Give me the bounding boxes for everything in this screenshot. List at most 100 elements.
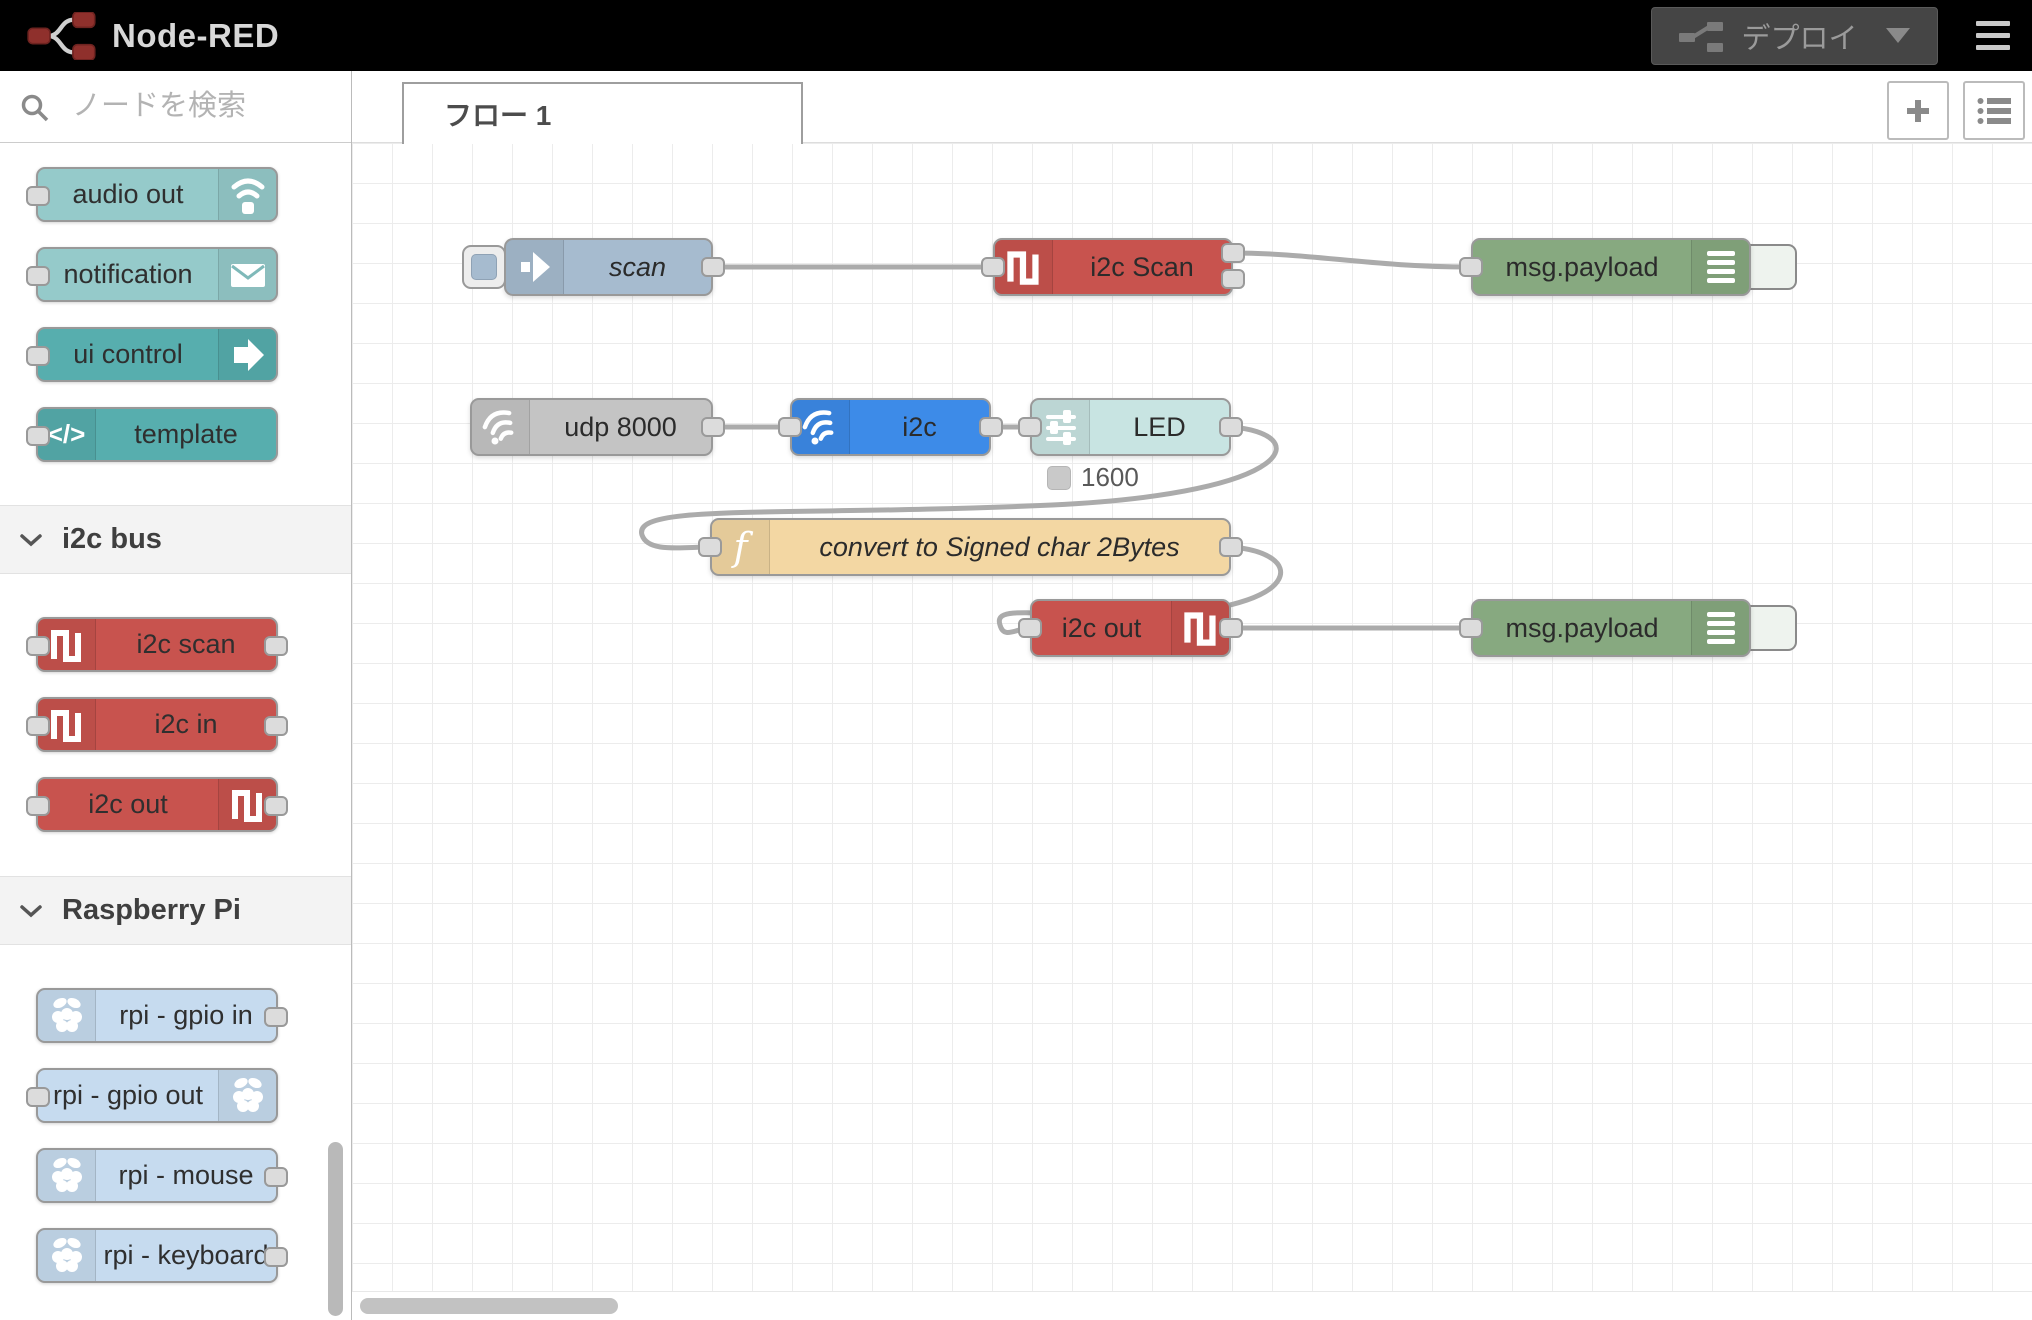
palette-item-i2c-in[interactable]: i2c in xyxy=(26,697,288,752)
palette-item-rpi-mouse[interactable]: rpi - mouse xyxy=(36,1148,288,1203)
node-debug-1[interactable]: msg.payload xyxy=(1471,238,1751,296)
node-palette: audio out notification ui control xyxy=(0,71,352,1320)
output-port[interactable] xyxy=(1219,417,1243,437)
tab-flow-1[interactable]: フロー 1 xyxy=(402,82,803,144)
flow-canvas[interactable]: scan i2c Scan msg.payload xyxy=(352,143,2032,1320)
search-input[interactable] xyxy=(0,71,351,142)
flow-list-button[interactable] xyxy=(1963,81,2025,140)
add-flow-button[interactable] xyxy=(1887,81,1949,140)
palette-item-label: i2c out xyxy=(88,789,168,819)
node-label: msg.payload xyxy=(1505,251,1659,282)
node-label: convert to Signed char 2Bytes xyxy=(819,531,1180,562)
output-port-2[interactable] xyxy=(1221,269,1245,289)
deploy-nodes-icon xyxy=(1679,21,1724,52)
input-port[interactable] xyxy=(1459,618,1483,638)
input-port[interactable] xyxy=(26,796,50,816)
input-port[interactable] xyxy=(26,716,50,736)
inject-button[interactable] xyxy=(462,245,506,289)
palette-section-i2c-bus[interactable]: i2c bus xyxy=(0,505,351,574)
node-label: i2c Scan xyxy=(1090,251,1194,282)
palette-item-label: notification xyxy=(63,259,193,289)
input-port[interactable] xyxy=(981,257,1005,277)
node-label: i2c xyxy=(902,411,937,442)
output-port[interactable] xyxy=(264,1247,288,1267)
output-port[interactable] xyxy=(979,417,1003,437)
input-port[interactable] xyxy=(26,266,50,286)
input-port[interactable] xyxy=(778,417,802,437)
input-port[interactable] xyxy=(1018,417,1042,437)
node-i2c[interactable]: i2c xyxy=(790,398,991,456)
output-port[interactable] xyxy=(1219,618,1243,638)
palette-item-label: rpi - gpio out xyxy=(52,1080,204,1110)
wire[interactable] xyxy=(639,424,1279,551)
output-port[interactable] xyxy=(701,417,725,437)
list-icon xyxy=(1977,97,2011,124)
palette-item-label: i2c in xyxy=(154,709,218,739)
input-port[interactable] xyxy=(698,537,722,557)
output-port[interactable] xyxy=(264,1007,288,1027)
palette-item-rpi-gpio-in[interactable]: rpi - gpio in xyxy=(36,988,288,1043)
canvas-grid[interactable] xyxy=(352,143,2032,1292)
raspberry-icon xyxy=(38,1150,96,1201)
raspberry-icon xyxy=(38,990,96,1041)
node-label: scan xyxy=(608,251,667,282)
input-port[interactable] xyxy=(26,1087,50,1107)
input-port[interactable] xyxy=(26,346,50,366)
node-label: udp 8000 xyxy=(564,411,677,442)
inject-arrow-icon xyxy=(506,240,564,294)
input-port[interactable] xyxy=(1459,257,1483,277)
node-i2c-scan[interactable]: i2c Scan xyxy=(993,238,1233,296)
palette-item-label: i2c scan xyxy=(136,629,236,659)
deploy-button[interactable]: デプロイ xyxy=(1651,6,1938,65)
wires-layer xyxy=(639,250,1474,636)
palette-item-notification[interactable]: notification xyxy=(26,247,278,302)
output-port-1[interactable] xyxy=(1221,243,1245,263)
input-port[interactable] xyxy=(1018,618,1042,638)
input-port[interactable] xyxy=(26,426,50,446)
palette-item-audio-out[interactable]: audio out xyxy=(26,167,278,222)
output-port[interactable] xyxy=(264,716,288,736)
output-port[interactable] xyxy=(1219,537,1243,557)
node-function-convert[interactable]: f convert to Signed char 2Bytes xyxy=(710,518,1231,576)
palette-item-rpi-keyboard[interactable]: rpi - keyboard xyxy=(36,1228,288,1283)
tab-bar: フロー 1 xyxy=(352,71,2032,144)
output-port[interactable] xyxy=(701,257,725,277)
wire[interactable] xyxy=(1230,250,1474,270)
node-debug-2[interactable]: msg.payload xyxy=(1471,599,1751,657)
palette-section-raspberry-pi[interactable]: Raspberry Pi xyxy=(0,876,351,945)
node-udp-8000[interactable]: udp 8000 xyxy=(470,398,713,456)
output-port[interactable] xyxy=(264,636,288,656)
palette-scrollbar[interactable] xyxy=(328,1142,343,1316)
speaker-icon xyxy=(218,169,276,220)
input-port[interactable] xyxy=(26,186,50,206)
palette-item-i2c-out[interactable]: i2c out xyxy=(26,777,288,832)
palette-item-i2c-scan[interactable]: i2c scan xyxy=(26,617,288,672)
palette-item-ui-control[interactable]: ui control xyxy=(26,327,278,382)
node-inject-scan[interactable]: scan xyxy=(504,238,713,296)
plus-icon xyxy=(1907,99,1929,122)
node-label: LED xyxy=(1133,411,1186,442)
node-i2c-out[interactable]: i2c out xyxy=(1030,599,1231,657)
palette-item-label: audio out xyxy=(72,179,184,209)
debug-list-icon xyxy=(1691,601,1749,655)
caret-down-icon[interactable] xyxy=(1885,28,1910,43)
envelope-icon xyxy=(218,249,276,300)
palette-item-template[interactable]: </> template xyxy=(26,407,278,462)
deploy-label: デプロイ xyxy=(1741,22,1858,55)
arrow-right-icon xyxy=(218,329,276,380)
palette-search xyxy=(0,71,351,143)
tab-label: フロー 1 xyxy=(444,100,552,131)
workspace: フロー 1 xyxy=(352,71,2032,1320)
input-port[interactable] xyxy=(26,636,50,656)
output-port[interactable] xyxy=(264,1167,288,1187)
raspberry-icon xyxy=(218,1070,276,1121)
output-port[interactable] xyxy=(264,796,288,816)
chevron-down-icon xyxy=(20,904,42,917)
palette-item-rpi-gpio-out[interactable]: rpi - gpio out xyxy=(26,1068,278,1123)
search-icon xyxy=(21,94,49,122)
horizontal-scrollbar[interactable] xyxy=(360,1298,618,1314)
node-led[interactable]: LED xyxy=(1030,398,1231,456)
palette-section-label: Raspberry Pi xyxy=(62,894,241,926)
node-label: i2c out xyxy=(1061,612,1142,643)
hamburger-icon[interactable] xyxy=(1976,21,2010,50)
